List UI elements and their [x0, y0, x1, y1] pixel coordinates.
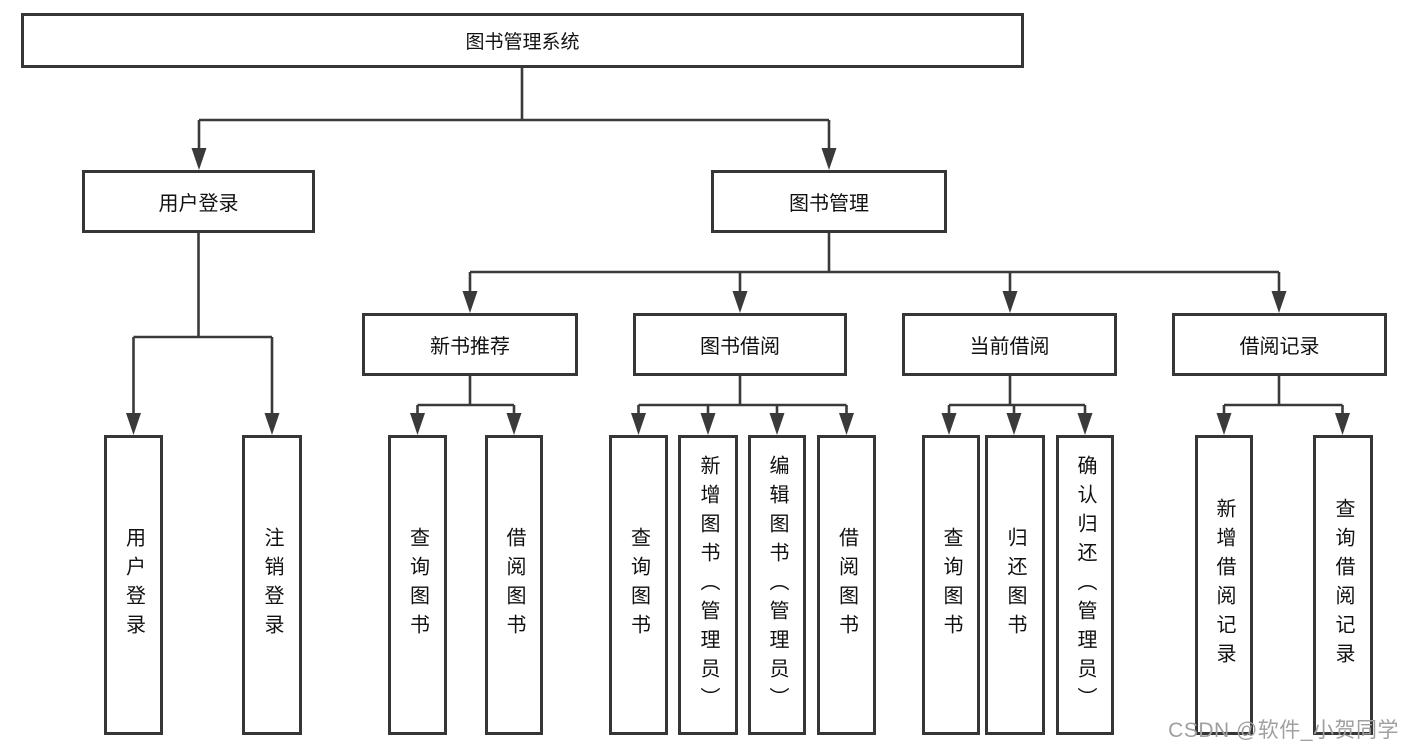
leaf-user-login: 用户登录 — [104, 435, 163, 735]
leaf-return-books: 归还图书 — [985, 435, 1045, 735]
leaf-label: 新增借阅记录 — [1213, 498, 1235, 672]
node-current-borrowing: 当前借阅 — [902, 313, 1117, 376]
leaf-label: 确认归还（管理员） — [1074, 454, 1096, 716]
node-label: 图书借阅 — [700, 336, 780, 358]
leaf-label: 查询图书 — [627, 527, 650, 643]
leaf-edit-books-admin: 编辑图书（管理员） — [748, 435, 806, 735]
leaf-label: 编辑图书（管理员） — [766, 454, 788, 716]
node-new-book-recommendation: 新书推荐 — [362, 313, 578, 376]
node-label: 图书管理系统 — [465, 32, 580, 53]
node-book-borrowing: 图书借阅 — [633, 313, 847, 376]
leaf-query-borrow-record: 查询借阅记录 — [1313, 435, 1373, 735]
node-label: 图书管理 — [789, 193, 869, 215]
node-user-login-branch: 用户登录 — [82, 170, 315, 233]
leaf-confirm-return-admin: 确认归还（管理员） — [1056, 435, 1114, 735]
node-label: 用户登录 — [158, 193, 239, 215]
leaf-label: 归还图书 — [1004, 527, 1026, 643]
leaf-add-books-admin: 新增图书（管理员） — [678, 435, 738, 735]
leaf-label: 注销登录 — [261, 527, 283, 643]
leaf-add-borrow-record: 新增借阅记录 — [1195, 435, 1253, 735]
csdn-watermark: CSDN @软件_小贺同学 — [1168, 719, 1399, 742]
leaf-borrow-books-recommend: 借阅图书 — [485, 435, 543, 735]
node-borrowing-records: 借阅记录 — [1172, 313, 1387, 376]
leaf-label: 借阅图书 — [835, 527, 858, 643]
node-library-management-system: 图书管理系统 — [21, 13, 1024, 68]
leaf-query-books-current: 查询图书 — [922, 435, 980, 735]
node-label: 新书推荐 — [430, 336, 510, 358]
leaf-label: 新增图书（管理员） — [697, 454, 719, 716]
leaf-label: 查询图书 — [406, 527, 429, 643]
leaf-label: 查询图书 — [940, 527, 962, 643]
leaf-query-books-recommend: 查询图书 — [388, 435, 447, 735]
node-label: 借阅记录 — [1239, 336, 1320, 358]
leaf-query-books-borrowing: 查询图书 — [609, 435, 668, 735]
arrowheads — [126, 148, 1350, 435]
node-book-management-branch: 图书管理 — [711, 170, 947, 233]
node-label: 当前借阅 — [969, 336, 1050, 358]
leaf-logout: 注销登录 — [242, 435, 302, 735]
leaf-label: 查询借阅记录 — [1332, 498, 1354, 672]
leaf-label: 用户登录 — [122, 527, 145, 643]
leaf-label: 借阅图书 — [503, 527, 525, 643]
leaf-borrow-books: 借阅图书 — [817, 435, 876, 735]
